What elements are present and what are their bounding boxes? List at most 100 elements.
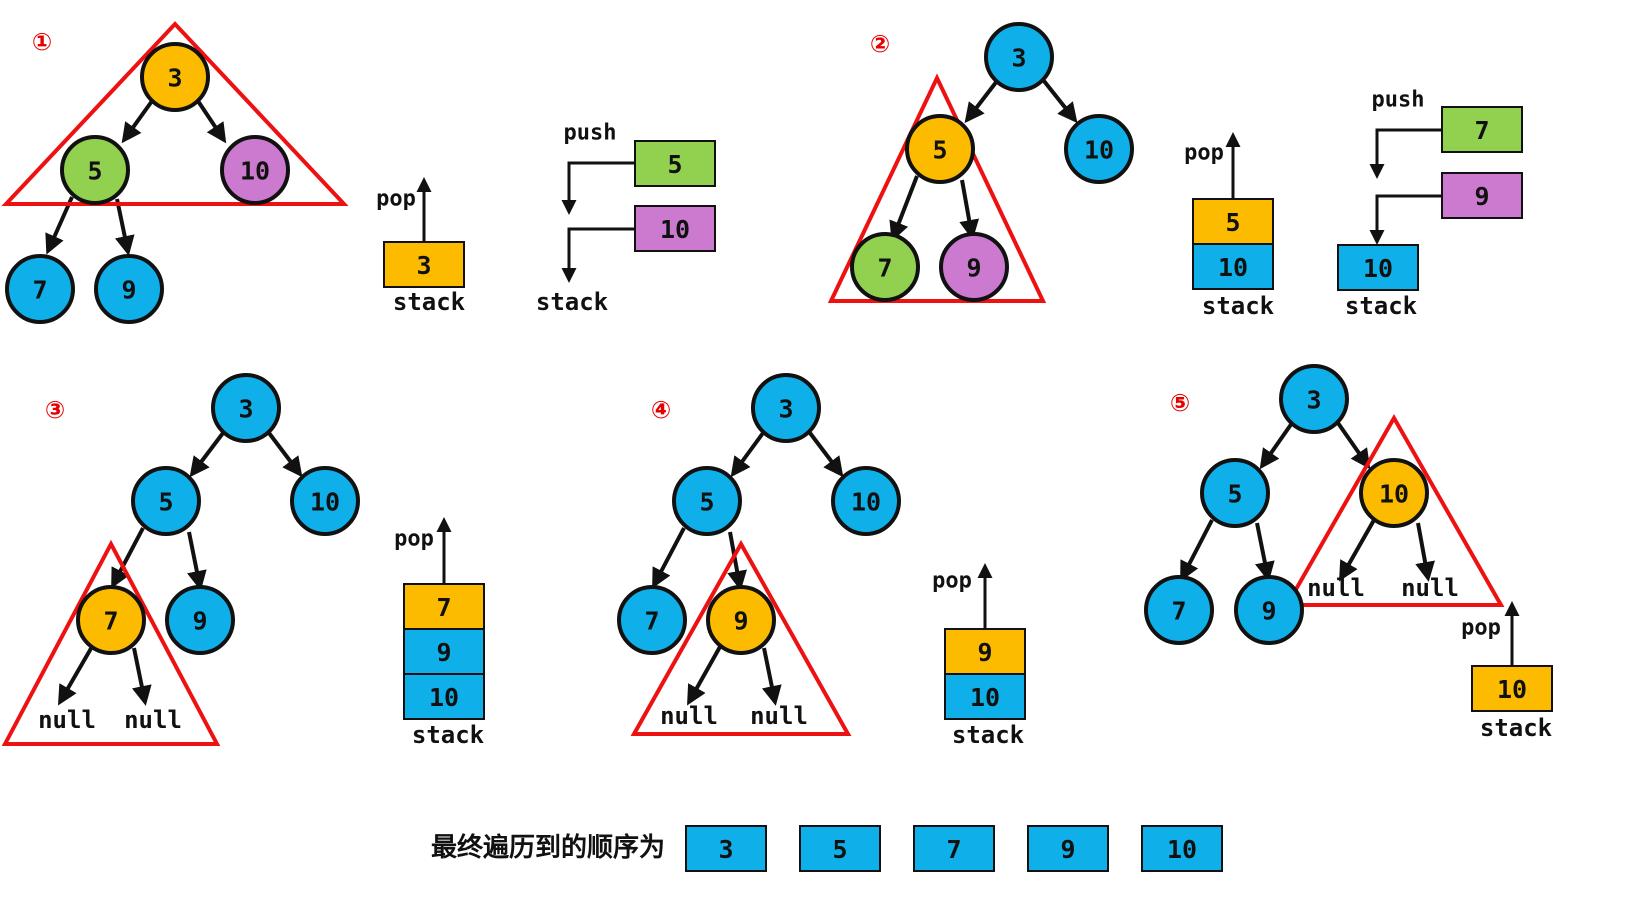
p2-push-item-7 xyxy=(1441,106,1523,153)
p2-push-stack-item-10-label: 10 xyxy=(1363,254,1393,283)
p5-node-10-label: 10 xyxy=(1379,480,1409,509)
p4-node-7-label: 7 xyxy=(644,607,659,636)
p2-push-item-7-label: 7 xyxy=(1474,116,1489,145)
p2-node-10-label: 10 xyxy=(1084,136,1114,165)
step-1-label: ① xyxy=(32,28,52,56)
p3-edge-7-null-right xyxy=(132,647,152,706)
p1-edge-3-5 xyxy=(121,99,154,144)
result-order-item-1 xyxy=(685,825,767,872)
p1-stack-title: stack xyxy=(393,288,466,316)
p4-stack-item-10-label: 10 xyxy=(970,683,1000,712)
p4-node-7 xyxy=(617,585,687,655)
p2-stack-item-5-label: 5 xyxy=(1225,208,1240,237)
p4-node-3 xyxy=(751,373,821,443)
p2-pop-label: pop xyxy=(1184,141,1224,166)
p5-node-7-label: 7 xyxy=(1171,597,1186,626)
p3-node-9 xyxy=(165,585,235,655)
p3-stack-item-9 xyxy=(403,628,485,675)
p4-stack-title: stack xyxy=(952,721,1025,749)
p2-node-3-label: 3 xyxy=(1011,44,1026,73)
p4-stack-item-10 xyxy=(944,673,1026,720)
p1-highlight-triangle xyxy=(1,21,349,206)
p3-edge-3-5 xyxy=(189,431,225,478)
p1-node-9 xyxy=(94,254,164,324)
p3-node-5 xyxy=(131,466,201,536)
p3-node-5-label: 5 xyxy=(158,488,173,517)
p4-node-5 xyxy=(672,466,742,536)
step-5-label: ⑤ xyxy=(1170,389,1190,417)
p5-highlight-triangle xyxy=(1283,413,1505,607)
p4-node-5-label: 5 xyxy=(699,488,714,517)
p3-edge-7-null xyxy=(57,643,95,706)
p3-stack-item-9-label: 9 xyxy=(436,638,451,667)
p3-highlight-triangle xyxy=(1,539,221,746)
p1-edge-3-10 xyxy=(196,99,227,144)
p4-edge-5-7 xyxy=(652,527,686,589)
p3-node-3 xyxy=(211,373,281,443)
p1-push-item-5 xyxy=(634,140,716,187)
p2-edge-3-5 xyxy=(964,79,999,124)
p1-push-arrow-10 xyxy=(561,227,635,283)
p2-node-7 xyxy=(850,232,920,302)
p4-null-right: null xyxy=(750,702,808,730)
p1-stack-item-3 xyxy=(383,241,465,288)
p2-stack-title: stack xyxy=(1202,292,1275,320)
p2-highlight-triangle xyxy=(827,73,1047,303)
p1-edge-5-9 xyxy=(114,198,135,256)
p2-edge-5-7 xyxy=(889,175,919,242)
p2-push-item-9-label: 9 xyxy=(1474,182,1489,211)
p5-node-7 xyxy=(1144,575,1214,645)
p4-pop-label: pop xyxy=(932,569,972,594)
p1-node-5-label: 5 xyxy=(87,157,102,186)
p2-push-stack-title: stack xyxy=(1345,292,1418,320)
p1-push-item-5-label: 5 xyxy=(667,150,682,179)
p5-node-9 xyxy=(1234,575,1304,645)
p1-node-10-label: 10 xyxy=(240,157,270,186)
result-order-item-4-label: 9 xyxy=(1060,835,1075,864)
p4-edge-9-null xyxy=(687,644,723,706)
p1-node-3-label: 3 xyxy=(167,64,182,93)
p4-node-10-label: 10 xyxy=(851,488,881,517)
p3-stack-item-10 xyxy=(403,673,485,720)
p1-push-arrow-5 xyxy=(561,161,635,215)
result-order-item-1-label: 3 xyxy=(718,835,733,864)
p2-push-arrow-9 xyxy=(1369,194,1442,245)
p5-node-9-label: 9 xyxy=(1261,597,1276,626)
p5-pop-label: pop xyxy=(1461,616,1501,641)
p4-highlight-triangle xyxy=(630,539,852,736)
step-3-label: ③ xyxy=(45,396,65,424)
p5-stack-item-10-label: 10 xyxy=(1497,675,1527,704)
p2-node-9 xyxy=(939,232,1009,302)
p2-edge-5-9 xyxy=(959,179,980,240)
p2-node-10 xyxy=(1064,114,1134,184)
p1-pop-label: pop xyxy=(376,187,416,212)
p2-stack-item-10-label: 10 xyxy=(1218,253,1248,282)
p1-node-3 xyxy=(140,42,210,112)
p2-push-stack-item-10 xyxy=(1337,244,1419,291)
p1-node-7 xyxy=(5,254,75,324)
p5-edge-3-5 xyxy=(1259,421,1294,470)
p4-edge-5-9 xyxy=(727,531,747,591)
p4-edge-3-5 xyxy=(730,431,765,478)
p1-stack-item-3-label: 3 xyxy=(416,251,431,280)
p2-push-label: push xyxy=(1372,88,1425,113)
p2-node-3 xyxy=(984,22,1054,92)
p3-stack-item-7-label: 7 xyxy=(436,593,451,622)
p3-node-3-label: 3 xyxy=(238,395,253,424)
p3-stack-item-10-label: 10 xyxy=(429,683,459,712)
p5-node-5-label: 5 xyxy=(1227,480,1242,509)
p5-stack-title: stack xyxy=(1480,714,1553,742)
p5-null-left: null xyxy=(1307,574,1365,602)
result-order-item-2-label: 5 xyxy=(832,835,847,864)
p2-edge-3-10 xyxy=(1042,79,1078,124)
step-4-label: ④ xyxy=(651,396,671,424)
p5-edge-5-7 xyxy=(1180,519,1214,582)
p4-node-9 xyxy=(706,585,776,655)
result-order-item-5 xyxy=(1141,825,1223,872)
p2-node-7-label: 7 xyxy=(877,254,892,283)
p3-node-10 xyxy=(290,466,360,536)
p1-node-10 xyxy=(220,135,290,205)
p1-node-9-label: 9 xyxy=(121,276,136,305)
p5-edge-5-9 xyxy=(1255,522,1275,582)
p5-edge-10-null-right xyxy=(1415,522,1435,582)
